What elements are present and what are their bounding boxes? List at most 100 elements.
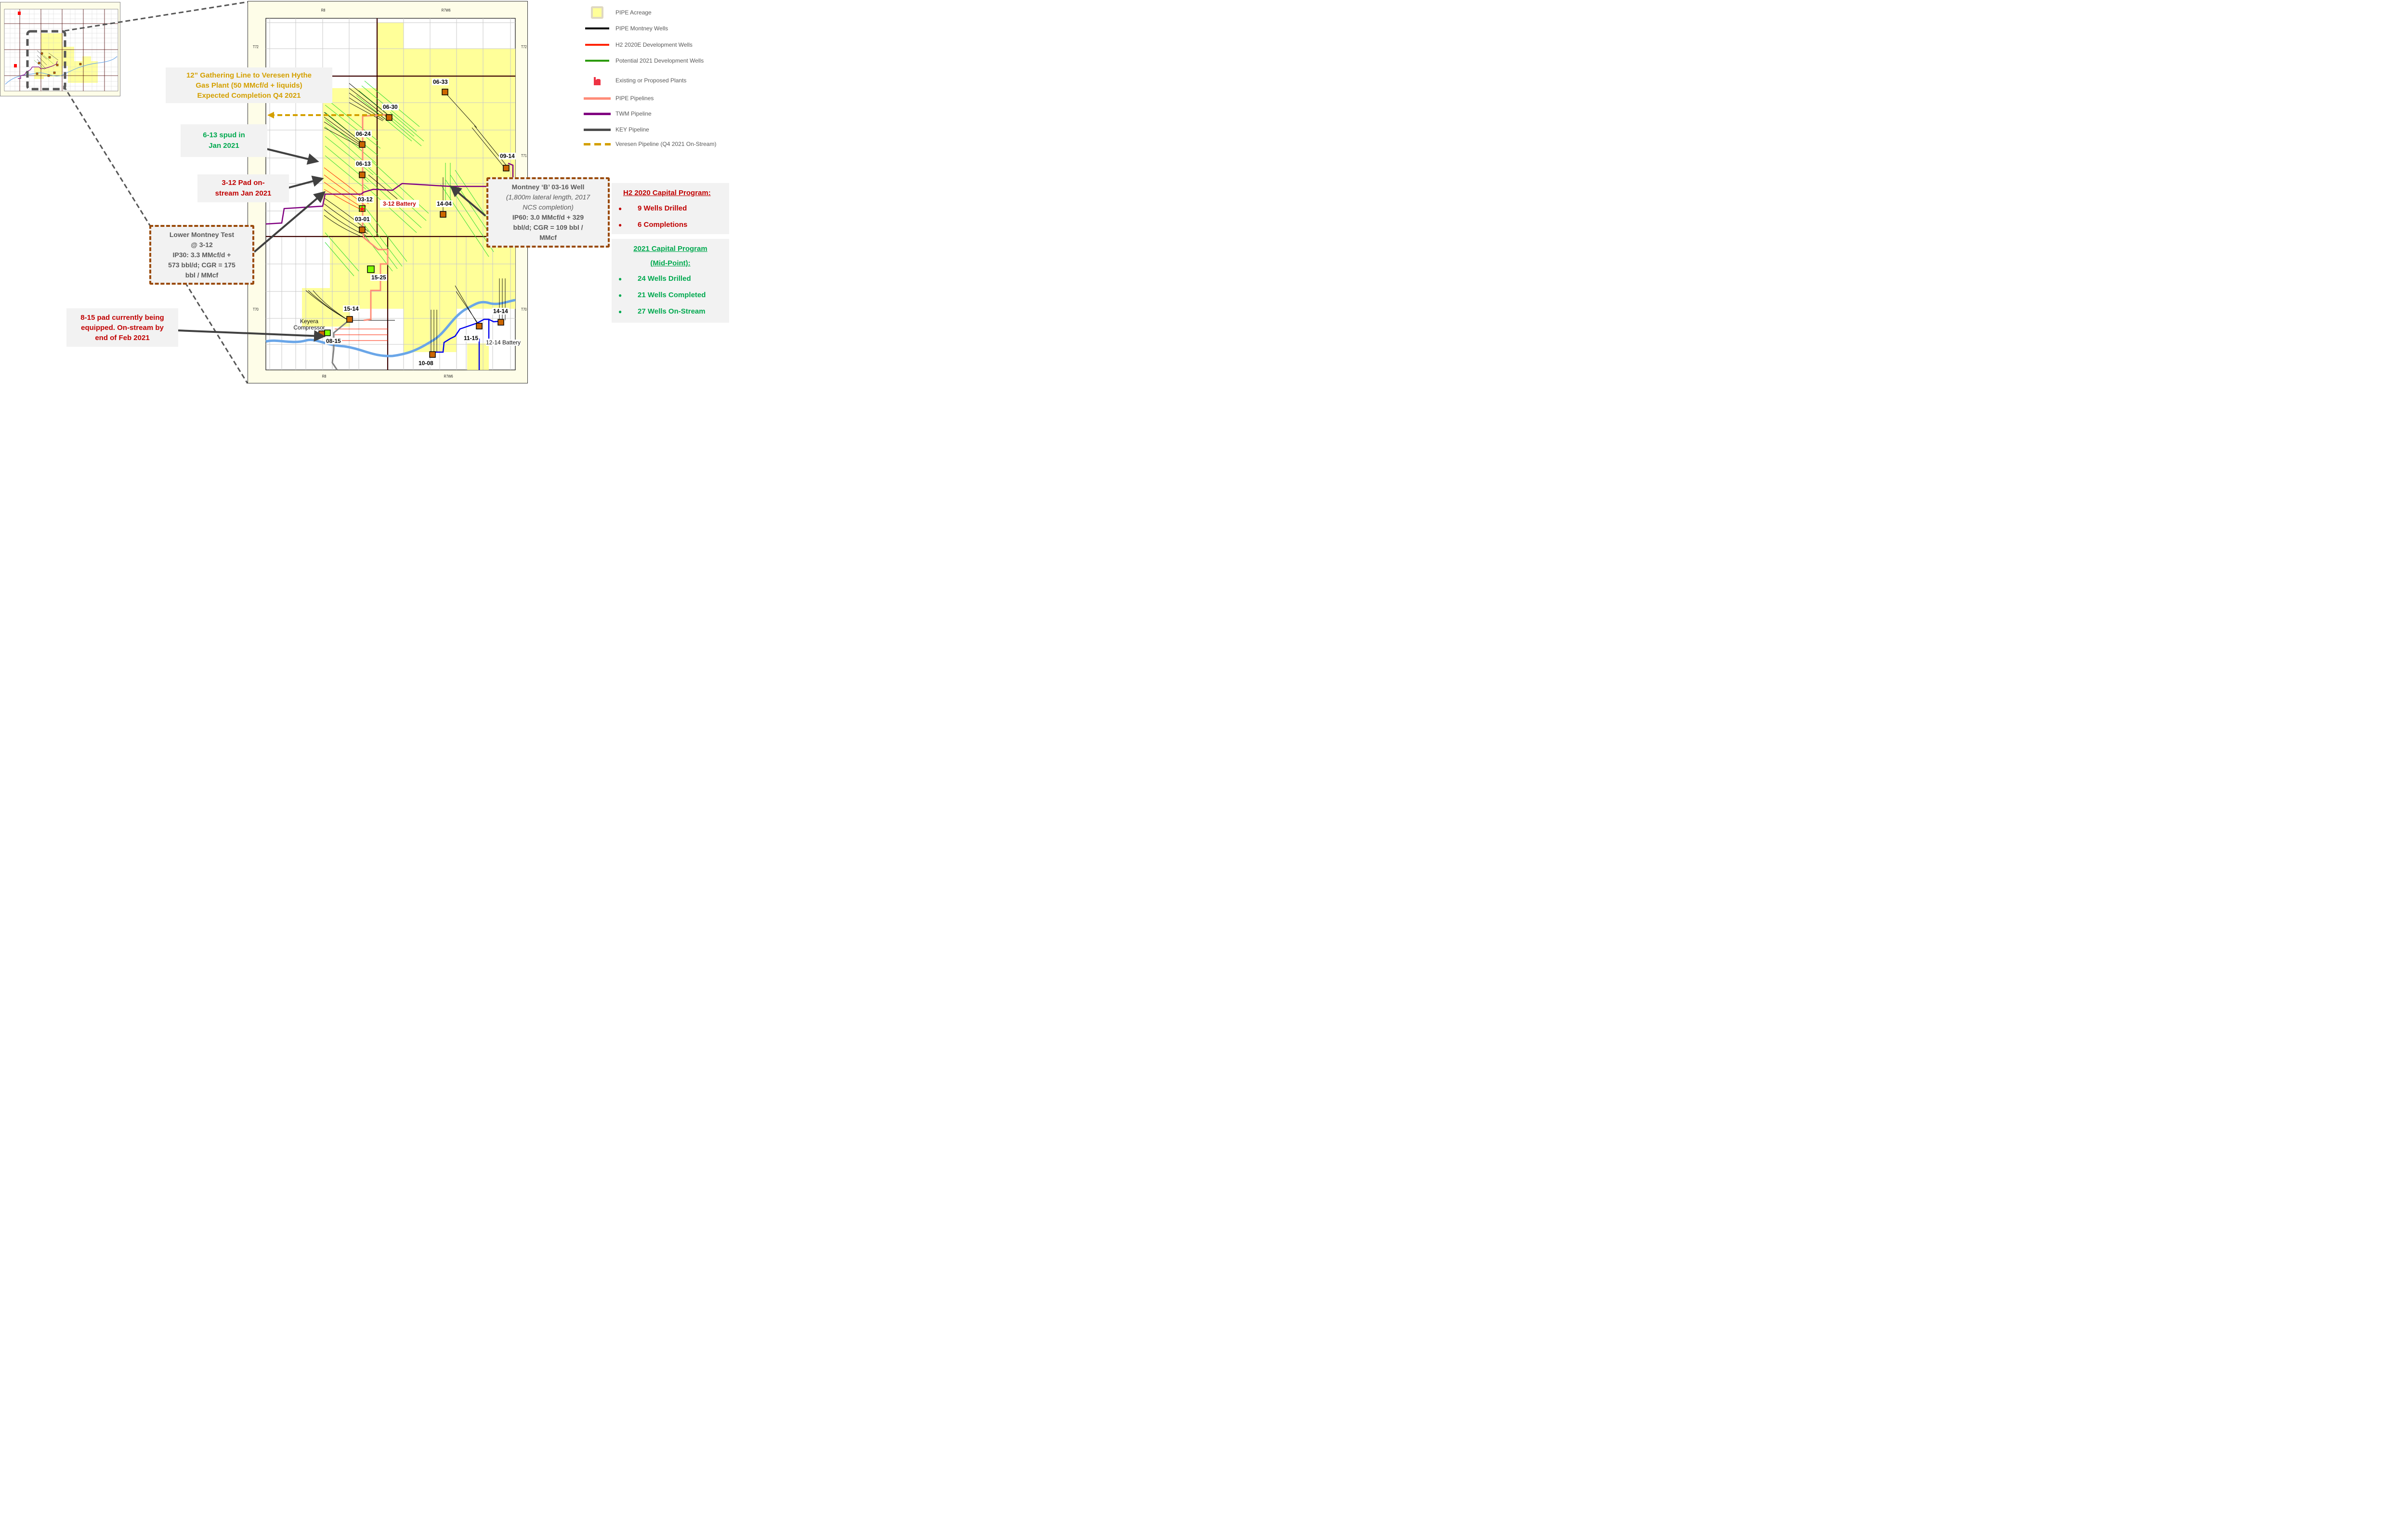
range-label-top-r8: R8 (321, 8, 326, 13)
callout-montney-b-body-2: bbl/d; CGR = 109 bbl / (513, 223, 583, 231)
callout-lower-montney-line-5: bbl / MMcf (185, 271, 219, 279)
overview-map-graphic (4, 9, 118, 92)
bullet-icon: ● (618, 205, 622, 212)
legend-item-pipe-pipelines: PIPE Pipelines (583, 93, 654, 103)
well-label-06-13[interactable]: 06-13 (355, 160, 372, 167)
gold-dashed-line-icon (584, 143, 611, 145)
callout-3-12-pad: 3-12 Pad on- stream Jan 2021 (197, 174, 289, 202)
well-label-06-24[interactable]: 06-24 (355, 131, 372, 137)
legend-label-key-pipeline: KEY Pipeline (615, 126, 649, 133)
blue-pipeline (435, 318, 500, 370)
callout-spud-line-2: Jan 2021 (209, 142, 239, 150)
legend-label-pipe-acreage: PIPE Acreage (615, 9, 652, 16)
legend-label-plants: Existing or Proposed Plants (615, 77, 687, 84)
well-label-08-15[interactable]: 08-15 (325, 338, 342, 344)
2021-item-1-text: 24 Wells Drilled (638, 275, 691, 283)
legend-label-potential-2021-wells: Potential 2021 Development Wells (615, 57, 704, 64)
h2-2020-capital-program: H2 2020 Capital Program: ●9 Wells Drille… (612, 183, 729, 234)
keyera-compressor-label: Keyera Compressor (292, 318, 326, 331)
well-label-11-15[interactable]: 11-15 (463, 335, 480, 342)
legend-label-twm-pipeline: TWM Pipeline (615, 110, 652, 117)
callout-lower-montney-line-1: Lower Montney Test (169, 230, 235, 238)
legend-label-pipe-pipelines: PIPE Pipelines (615, 95, 654, 102)
battery-label-3-12: 3-12 Battery (380, 200, 419, 208)
bullet-icon: ● (618, 308, 622, 315)
well-label-14-04[interactable]: 14-04 (436, 200, 453, 207)
h2-2020-item-2-text: 6 Completions (638, 221, 688, 229)
2021-title-line-1: 2021 Capital Program (633, 245, 707, 253)
legend-item-key-pipeline: KEY Pipeline (583, 125, 649, 134)
legend-item-twm-pipeline: TWM Pipeline (583, 109, 652, 118)
callout-pad815-line-2: equipped. On-stream by (81, 323, 164, 332)
township-label-right-t70: T70 (521, 307, 527, 312)
township-label-right-t71: T71 (521, 154, 527, 158)
bullet-icon: ● (618, 292, 622, 299)
callout-lower-montney-line-2: @ 3-12 (191, 240, 213, 249)
callout-pad312-line-1: 3-12 Pad on- (222, 179, 265, 187)
callout-montney-b-body-3: MMcf (539, 234, 557, 241)
key-pipeline (331, 318, 351, 370)
purple-line-icon (584, 112, 611, 115)
legend-label-pipe-montney-wells: PIPE Montney Wells (615, 25, 668, 32)
callout-montney-b-body-1: IP60: 3.0 MMcf/d + 329 (512, 213, 584, 221)
2021-item-3: ● 27 Wells On-Stream (618, 303, 722, 320)
well-label-06-33[interactable]: 06-33 (432, 79, 449, 85)
well-label-09-14[interactable]: 09-14 (499, 153, 516, 159)
2021-item-1: ● 24 Wells Drilled (618, 271, 722, 287)
callout-lower-montney-line-4: 573 bbl/d; CGR = 175 (168, 261, 236, 269)
well-label-14-14[interactable]: 14-14 (492, 308, 509, 315)
main-map-graphic (265, 18, 516, 370)
township-label-left-t70: T70 (253, 307, 259, 312)
callout-montney-b-title: Montney ‘B’ 03-16 Well (511, 183, 585, 191)
green-line-icon (585, 60, 609, 62)
salmon-line-icon (584, 97, 611, 100)
well-label-06-30[interactable]: 06-30 (382, 104, 399, 110)
2021-item-3-text: 27 Wells On-Stream (638, 307, 706, 315)
legend-label-veresen-pipeline: Veresen Pipeline (Q4 2021 On-Stream) (615, 141, 717, 147)
legend-label-h2-2020e-wells: H2 2020E Development Wells (615, 41, 693, 48)
2021-capital-program: 2021 Capital Program (Mid-Point): ● 24 We… (612, 239, 729, 323)
callout-montney-b-italic-1: (1,800m lateral length, 2017 (506, 193, 590, 201)
callout-gathering-line-2: Gas Plant (50 MMcf/d + liquids) (196, 81, 302, 90)
well-label-15-25[interactable]: 15-25 (370, 274, 387, 281)
battery-star-icon (359, 206, 366, 212)
main-map: R8 R7W6 R8 R7W6 T72 T71 T70 T72 T71 T70 … (248, 1, 528, 383)
callout-pad815-line-1: 8-15 pad currently being (80, 313, 164, 322)
red-line-icon (585, 44, 609, 46)
compressor-label-line2: Compressor (293, 324, 325, 331)
callout-gathering-line-1: 12” Gathering Line to Veresen Hythe (186, 71, 312, 79)
plant-icon (594, 77, 601, 85)
well-label-15-14[interactable]: 15-14 (343, 305, 360, 312)
callout-lower-montney-test: Lower Montney Test @ 3-12 IP30: 3.3 MMcf… (149, 225, 254, 285)
map-legend: PIPE Acreage PIPE Montney Wells H2 2020E… (583, 3, 727, 147)
legend-item-veresen-pipeline: Veresen Pipeline (Q4 2021 On-Stream) (583, 139, 716, 149)
township-label-left-t72: T72 (253, 45, 259, 49)
bullet-icon: ● (618, 222, 622, 228)
bullet-icon: ● (618, 276, 622, 282)
h2-2020-title: H2 2020 Capital Program: (623, 189, 711, 197)
veresen-arrowhead (267, 112, 274, 118)
callout-8-15-pad: 8-15 pad currently being equipped. On-st… (66, 308, 178, 347)
zoom-connector-lines (63, 1, 249, 384)
range-label-bottom-r8: R8 (322, 374, 327, 379)
callout-gathering-line-3: Expected Completion Q4 2021 (197, 91, 301, 100)
callout-spud-line-1: 6-13 spud in (203, 131, 245, 139)
well-label-03-12[interactable]: 03-12 (357, 196, 374, 203)
2021-title-line-2: (Mid-Point): (650, 259, 691, 267)
acreage-swatch-icon (591, 6, 603, 19)
callout-montney-b-03-16: Montney ‘B’ 03-16 Well (1,800m lateral l… (486, 177, 610, 248)
callout-montney-b-italic-2: NCS completion) (523, 203, 574, 211)
legend-item-h2-2020e-wells: H2 2020E Development Wells (583, 40, 693, 50)
h2-2020-item-2: ● 6 Completions (618, 217, 722, 233)
callout-pad312-line-2: stream Jan 2021 (215, 189, 272, 197)
well-pads (318, 89, 510, 358)
well-label-03-01[interactable]: 03-01 (354, 216, 371, 223)
callout-arrows (178, 144, 486, 342)
2021-item-2: ● 21 Wells Completed (618, 287, 722, 303)
well-label-10-08[interactable]: 10-08 (418, 360, 434, 367)
grey-line-icon (584, 128, 611, 131)
range-label-top-r7w6: R7W6 (441, 8, 451, 13)
2021-item-2-text: 21 Wells Completed (638, 291, 706, 299)
battery-label-12-14: 12-14 Battery (486, 339, 521, 346)
callout-pad815-line-3: end of Feb 2021 (95, 333, 150, 342)
